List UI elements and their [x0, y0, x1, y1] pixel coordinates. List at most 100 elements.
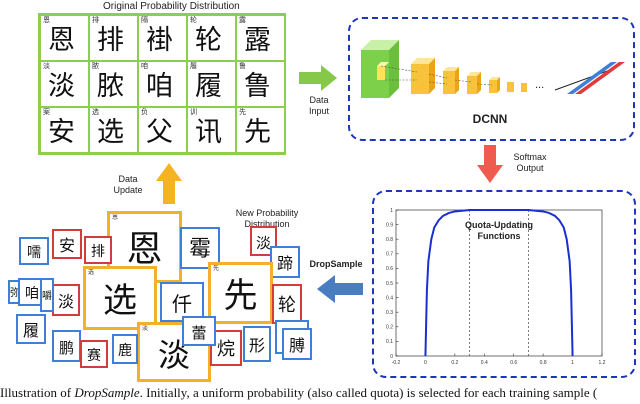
grid-cell-label: 鲁: [239, 63, 246, 70]
sample-card-glyph: 膊: [288, 336, 305, 355]
sample-card-glyph: 形: [248, 336, 265, 355]
grid-cell-label: 轮: [190, 17, 197, 24]
grid-cell-glyph: 鲁: [244, 71, 271, 102]
grid-cell-label: 淡: [43, 63, 50, 70]
caption-dropsample: DropSample: [74, 385, 140, 400]
grid-cell: 淡淡: [40, 61, 89, 107]
data-update-arrow: [156, 163, 182, 204]
grid-cell-glyph: 露: [244, 25, 271, 56]
dcnn-label: DCNN: [472, 112, 508, 126]
conv-block-6: [507, 82, 527, 92]
sample-card-glyph: 鹏: [58, 339, 74, 357]
sample-card: 形: [243, 326, 271, 362]
grid-cell: 排排: [89, 15, 138, 61]
conv-block-3: [443, 67, 459, 94]
sample-card: 赛: [80, 340, 108, 368]
dcnn-dots: ...: [535, 79, 544, 91]
fc-layer-blue: [567, 62, 617, 94]
sample-card: 排: [84, 236, 112, 264]
grid-cell-glyph: 履: [195, 71, 222, 102]
grid-cell-glyph: 父: [146, 117, 173, 148]
y-tick-label: 0.6: [386, 266, 393, 272]
x-tick-label: 1.2: [599, 360, 606, 366]
data-update-label-line2: Update: [113, 185, 143, 195]
x-tick-label: 0.2: [451, 360, 458, 366]
sample-card: 淡: [52, 284, 80, 316]
sample-card-glyph: 履: [22, 321, 39, 340]
x-tick-label: -0.2: [392, 360, 401, 366]
sample-card: 膊: [282, 328, 312, 360]
grid-cell-glyph: 褂: [146, 25, 173, 56]
sample-card: 轮: [272, 284, 302, 324]
grid-cell: 鲁鲁: [236, 61, 285, 107]
grid-cell-label: 咱: [141, 63, 148, 70]
sample-card: 蕾: [182, 316, 216, 346]
quota-title-line2: Functions: [477, 231, 521, 241]
sample-card-glyph: 蕾: [191, 324, 207, 342]
grid-cell: 先先: [236, 107, 285, 153]
grid-cell: 咱咱: [138, 61, 187, 107]
grid-cell-label: 隔: [141, 17, 148, 24]
grid-cell: 履履: [187, 61, 236, 107]
softmax-label-line2: Output: [516, 163, 544, 173]
y-tick-label: 0.9: [386, 222, 393, 228]
data-input-label: Data Input: [300, 95, 338, 117]
sample-card-glyph: 烷: [217, 339, 235, 360]
sample-card: 鹏: [52, 330, 81, 362]
data-input-arrow: [299, 65, 337, 91]
sample-card-glyph: 嚼: [42, 291, 52, 302]
new-dist-line2: Distribution: [244, 219, 290, 229]
grid-cell-label: 恩: [43, 17, 50, 24]
grid-cell: 隔褂: [138, 15, 187, 61]
sample-card-glyph: 恩: [126, 229, 163, 270]
y-tick-label: 0.3: [386, 310, 393, 316]
caption-text-2: . Initially, a uniform probability (also…: [139, 385, 598, 400]
sample-card-glyph: 蹄: [276, 254, 293, 273]
dcnn-box: [348, 17, 635, 141]
grid-cell: 案安: [40, 107, 89, 153]
dropsample-label: DropSample: [309, 259, 363, 269]
sample-card: 履: [16, 314, 46, 344]
sample-card: 选选: [83, 266, 157, 330]
grid-cell: 露露: [236, 15, 285, 61]
sample-card-glyph: 嚅: [27, 245, 41, 261]
grid-cell-label: 先: [239, 109, 246, 116]
sample-card: 嚅: [19, 237, 49, 265]
new-dist-line1: New Probability: [235, 208, 299, 218]
x-tick-label: 0.6: [510, 360, 517, 366]
grid-cell-glyph: 先: [244, 117, 271, 148]
data-input-label-line2: Input: [308, 106, 330, 116]
sample-card: 安: [52, 229, 82, 259]
grid-cell-label: 脓: [92, 63, 99, 70]
data-update-label: Data Update: [106, 174, 150, 196]
sample-card: 先先: [208, 262, 273, 324]
conv-block-2: [411, 58, 435, 94]
grid-cell-label: 露: [239, 17, 246, 24]
sample-card: 淡淡: [137, 322, 211, 382]
sample-card-label: 选: [88, 270, 95, 276]
grid-cell-label: 排: [92, 17, 99, 24]
sample-card-glyph: 淡: [255, 234, 271, 252]
grid-cell-label: 负: [141, 109, 148, 116]
y-tick-label: 0.4: [386, 295, 393, 301]
original-distribution-grid: 恩恩排排隔褂轮轮露露淡淡脓脓咱咱履履鲁鲁案安选选负父训讯先先: [38, 13, 286, 155]
sample-card-glyph: 轮: [278, 295, 296, 316]
softmax-output-arrow: [477, 145, 503, 183]
sample-card: 蹄: [270, 246, 300, 278]
data-input-label-line1: Data: [309, 95, 329, 105]
fc-layer-red: [575, 62, 625, 94]
grid-cell: 选选: [89, 107, 138, 153]
y-tick-label: 0.8: [386, 237, 393, 243]
quota-plot-title: Quota-Updating Functions: [455, 220, 543, 242]
new-distribution-cards: 恩恩安排嚅霉淡蹄咱淡选选仟先先轮嚼蜜履鹏赛淡淡烷形膊蕾鹿弥: [0, 0, 320, 385]
quota-function-box: [372, 190, 636, 378]
sample-card: 鹿: [112, 334, 138, 364]
softmax-output-label: Softmax Output: [508, 152, 552, 174]
grid-cell-glyph: 脓: [97, 71, 124, 102]
sample-card-label: 淡: [142, 326, 149, 332]
sample-card: 弥: [8, 280, 20, 304]
x-tick-label: 0.4: [481, 360, 488, 366]
quota-title-line1: Quota-Updating: [465, 220, 533, 230]
conv-block-1: [361, 40, 399, 98]
